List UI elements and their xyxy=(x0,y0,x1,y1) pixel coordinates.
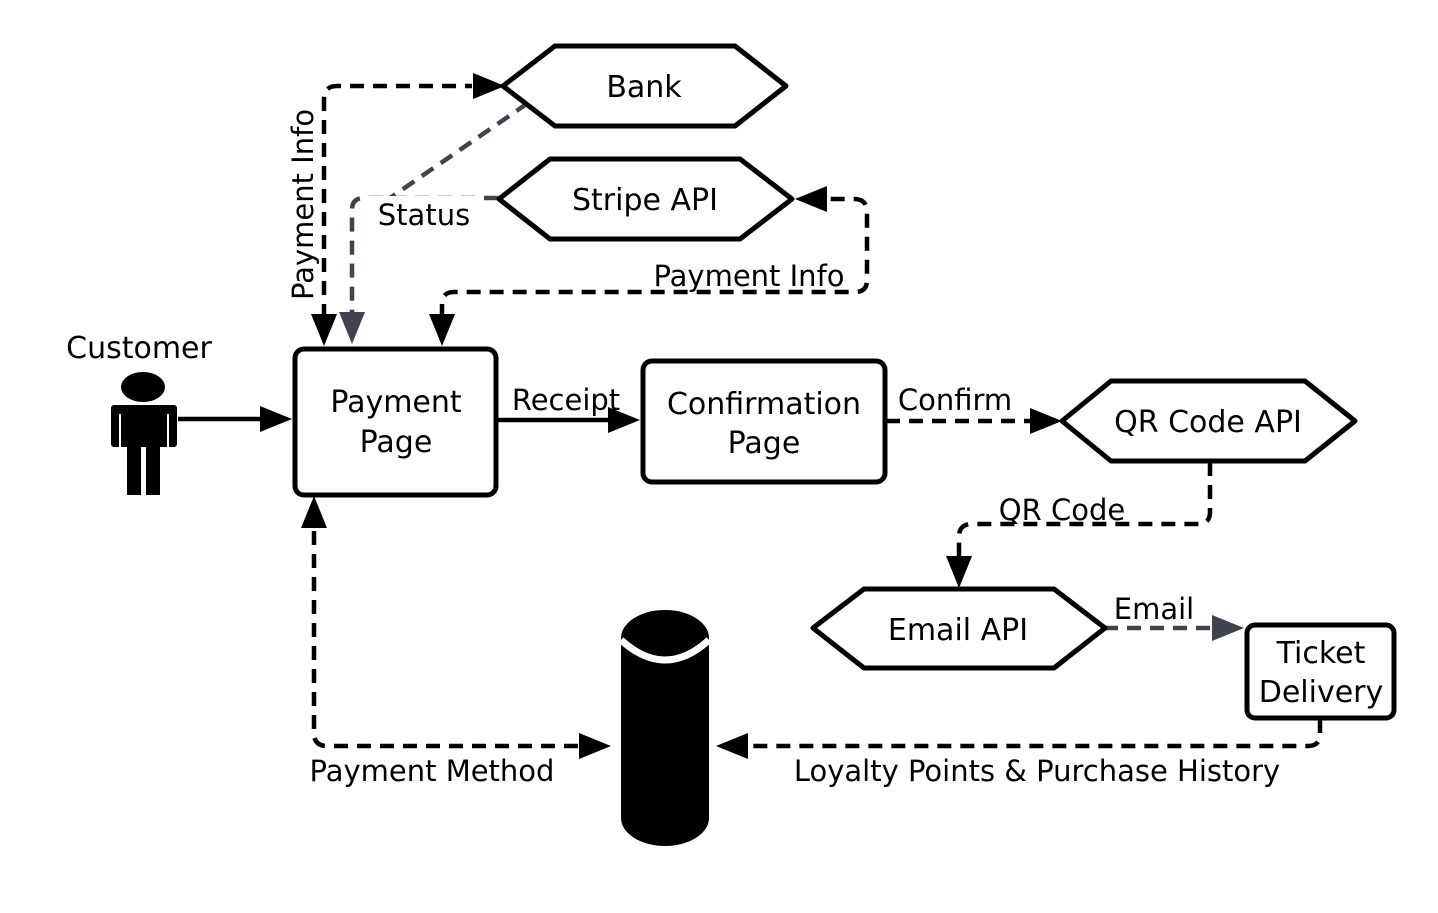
edge-label-confirm: Confirm xyxy=(898,383,1012,417)
customer-label: Customer xyxy=(66,331,212,366)
arrowhead-icon xyxy=(1030,408,1062,434)
edge-label-loyalty: Loyalty Points & Purchase History xyxy=(794,754,1280,788)
stripe-api-label: Stripe API xyxy=(572,183,718,218)
edge-qr-code xyxy=(946,462,1213,588)
payment-page-node: Payment Page xyxy=(292,346,499,498)
edge-payment-info-to-stripe xyxy=(429,186,870,346)
edge-label-payment-method: Payment Method xyxy=(310,754,555,788)
status-label-bg xyxy=(368,196,480,232)
edge-status-bank-to-payment-page xyxy=(339,101,530,344)
payment-page-label-line1: Payment xyxy=(330,385,462,420)
edge-email xyxy=(1104,615,1244,641)
ticket-delivery-label-line2: Delivery xyxy=(1259,675,1384,710)
edge-payment-method xyxy=(301,496,611,759)
edge-customer-to-payment-page xyxy=(178,406,292,432)
edge-label-email: Email xyxy=(1114,592,1194,626)
customer-actor: Customer xyxy=(66,331,213,495)
email-api-label: Email API xyxy=(888,613,1028,648)
confirmation-page-node: Confirmation Page xyxy=(640,358,888,485)
edge-label-payment-info-stripe: Payment Info xyxy=(653,259,844,293)
bank-node: Bank xyxy=(500,43,789,129)
edge-loyalty xyxy=(716,719,1323,759)
ticket-delivery-node: Ticket Delivery xyxy=(1244,622,1397,721)
payment-page-label-line2: Page xyxy=(360,425,433,460)
confirmation-page-label-line1: Confirmation xyxy=(667,387,861,422)
arrowhead-icon xyxy=(1212,615,1244,641)
edge-label-receipt: Receipt xyxy=(512,383,620,417)
ticket-delivery-label-line1: Ticket xyxy=(1276,636,1366,671)
person-icon xyxy=(111,372,177,495)
arrowhead-icon xyxy=(946,556,972,588)
arrowhead-icon xyxy=(339,312,365,344)
edge-confirm xyxy=(886,408,1062,434)
edge-payment-info-to-bank xyxy=(311,73,505,346)
email-api-node: Email API xyxy=(810,586,1108,671)
arrowhead-icon xyxy=(311,314,337,346)
confirmation-page-label-line2: Page xyxy=(728,426,801,461)
edge-label-status: Status xyxy=(378,198,470,232)
database-icon xyxy=(618,610,712,846)
arrowhead-icon xyxy=(260,406,292,432)
arrowhead-icon xyxy=(301,496,327,528)
stripe-api-node: Stripe API xyxy=(496,156,795,242)
qr-code-api-label: QR Code API xyxy=(1114,405,1302,440)
bank-label: Bank xyxy=(606,70,682,105)
arrowhead-icon xyxy=(608,407,640,433)
edge-receipt xyxy=(497,407,640,433)
arrowhead-icon xyxy=(579,733,611,759)
arrowhead-icon xyxy=(795,186,827,212)
arrowhead-icon xyxy=(473,73,505,99)
edge-label-payment-info-bank: Payment Info xyxy=(286,109,320,300)
arrowhead-icon xyxy=(716,733,748,759)
edge-label-qr-code: QR Code xyxy=(999,493,1125,527)
qr-code-api-node: QR Code API xyxy=(1059,378,1358,464)
arrowhead-icon xyxy=(429,314,455,346)
